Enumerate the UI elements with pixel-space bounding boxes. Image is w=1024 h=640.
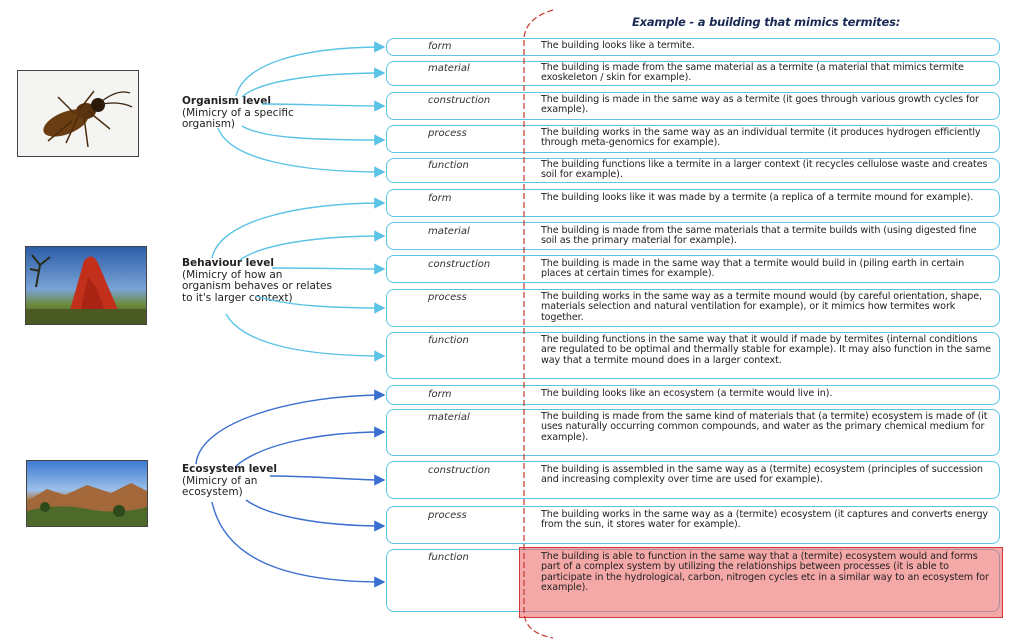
column-divider — [524, 10, 553, 638]
